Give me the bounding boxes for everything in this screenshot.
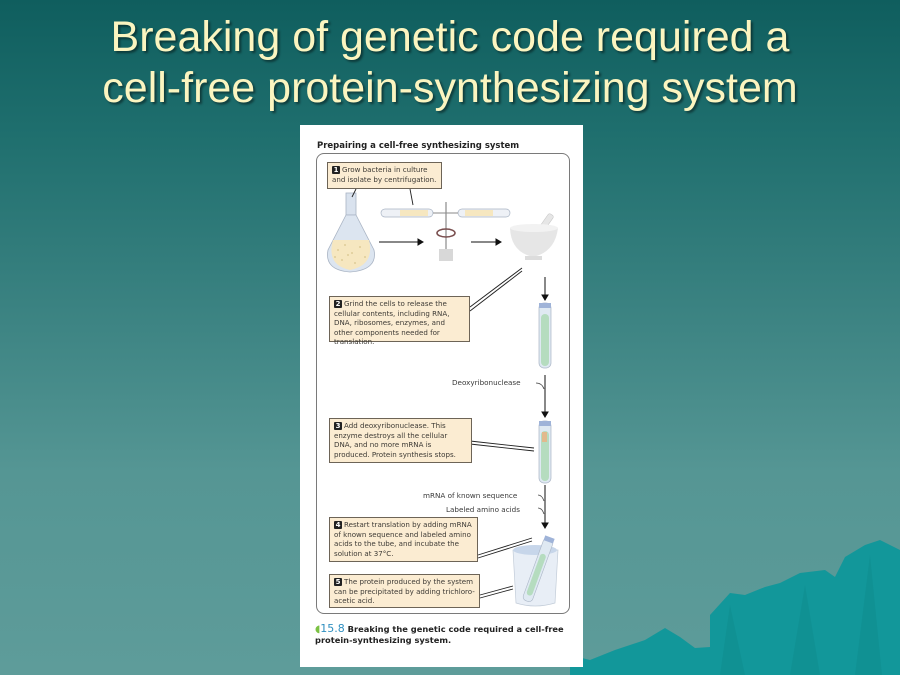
step-number-badge: 1 <box>332 166 340 174</box>
step-number-badge: 5 <box>334 578 342 586</box>
callout-lines <box>351 188 535 599</box>
step-text: Grind the cells to release the cellular … <box>334 299 450 347</box>
amino-acids-label: Labeled amino acids <box>446 505 520 514</box>
step-text: Add deoxyribonuclease. This enzyme destr… <box>334 421 456 459</box>
textbook-figure: Prepairing a cell-free synthesizing syst… <box>300 125 583 667</box>
centrifuge-icon <box>380 202 511 261</box>
diagram-illustrations <box>327 188 559 607</box>
slide-title: Breaking of genetic code required a cell… <box>0 12 900 114</box>
arrow-icon <box>379 238 502 246</box>
arrow-icon <box>541 277 549 529</box>
step-number-badge: 4 <box>334 521 342 529</box>
step-number-badge: 3 <box>334 422 342 430</box>
slide-title-line-2: cell-free protein-synthesizing system <box>102 64 798 112</box>
mountain-decoration <box>570 540 900 675</box>
step-number-badge: 2 <box>334 300 342 308</box>
step-text: The protein produced by the system can b… <box>334 577 475 606</box>
test-tube-icon <box>538 302 552 369</box>
test-tube-icon <box>538 420 552 484</box>
figure-heading: Prepairing a cell-free synthesizing syst… <box>317 141 520 151</box>
deoxyribonuclease-label: Deoxyribonuclease <box>452 378 521 387</box>
water-bath-beaker-icon <box>512 535 559 607</box>
figure-number: 15.8 <box>320 622 345 635</box>
slide-title-line-1: Breaking of genetic code required a <box>110 13 790 61</box>
caption-marker-icon: ◖ <box>315 624 321 635</box>
step-text: Restart translation by adding mRNA of kn… <box>334 520 472 558</box>
step-text: Grow bacteria in culture and isolate by … <box>332 165 437 184</box>
caption-text: Breaking the genetic code required a cel… <box>315 624 564 645</box>
mrna-label: mRNA of known sequence <box>423 491 518 500</box>
culture-flask-icon <box>327 192 375 273</box>
figure-caption: ◖15.8 Breaking the genetic code required… <box>315 623 570 646</box>
mortar-pestle-icon <box>510 213 558 260</box>
